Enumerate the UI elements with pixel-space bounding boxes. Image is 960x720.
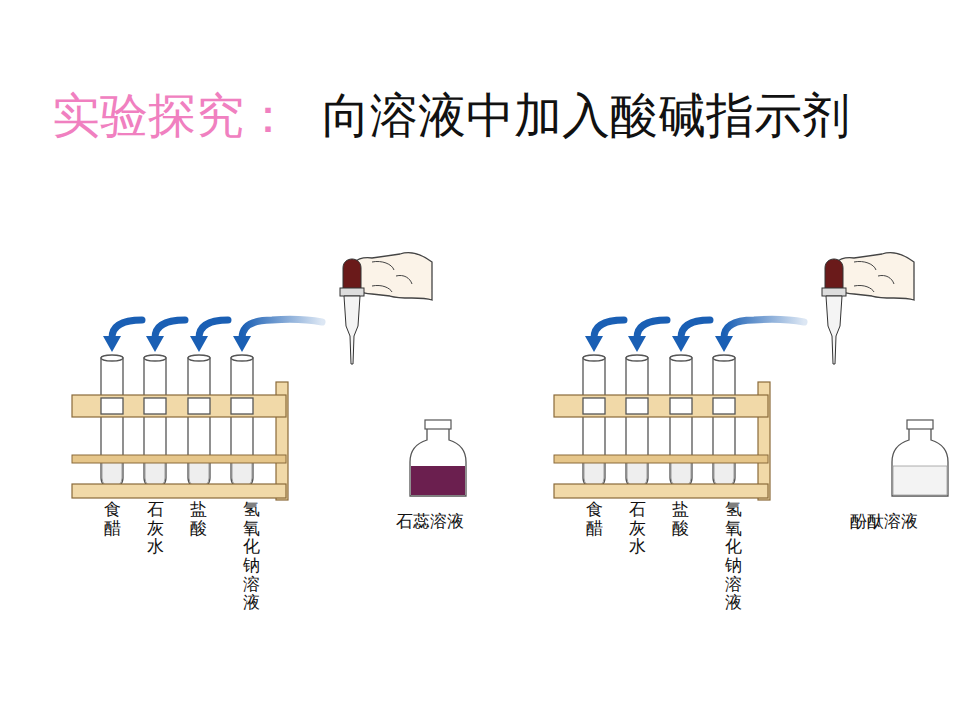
tube-label: 氢氧化钠溶液 [243, 500, 260, 612]
heading-prefix: 实验探究： [52, 84, 292, 148]
rack-set-litmus [72, 253, 466, 500]
tube-label: 食醋 [586, 500, 603, 537]
tube-label: 盐酸 [672, 500, 689, 537]
bottle-label: 酚酞溶液 [850, 510, 918, 533]
tube-label: 盐酸 [190, 500, 207, 537]
phenolphthalein-liquid [893, 466, 947, 495]
tube-label: 石灰水 [147, 500, 164, 556]
bottle-label: 石蕊溶液 [396, 510, 464, 533]
tube-label: 氢氧化钠溶液 [725, 500, 742, 612]
tube-label: 石灰水 [629, 500, 646, 556]
title: 向溶液中加入酸碱指示剂 [322, 84, 850, 148]
rack-set-phenolphthalein [554, 253, 948, 500]
tube-label: 食醋 [104, 500, 121, 537]
litmus-liquid [411, 466, 465, 495]
